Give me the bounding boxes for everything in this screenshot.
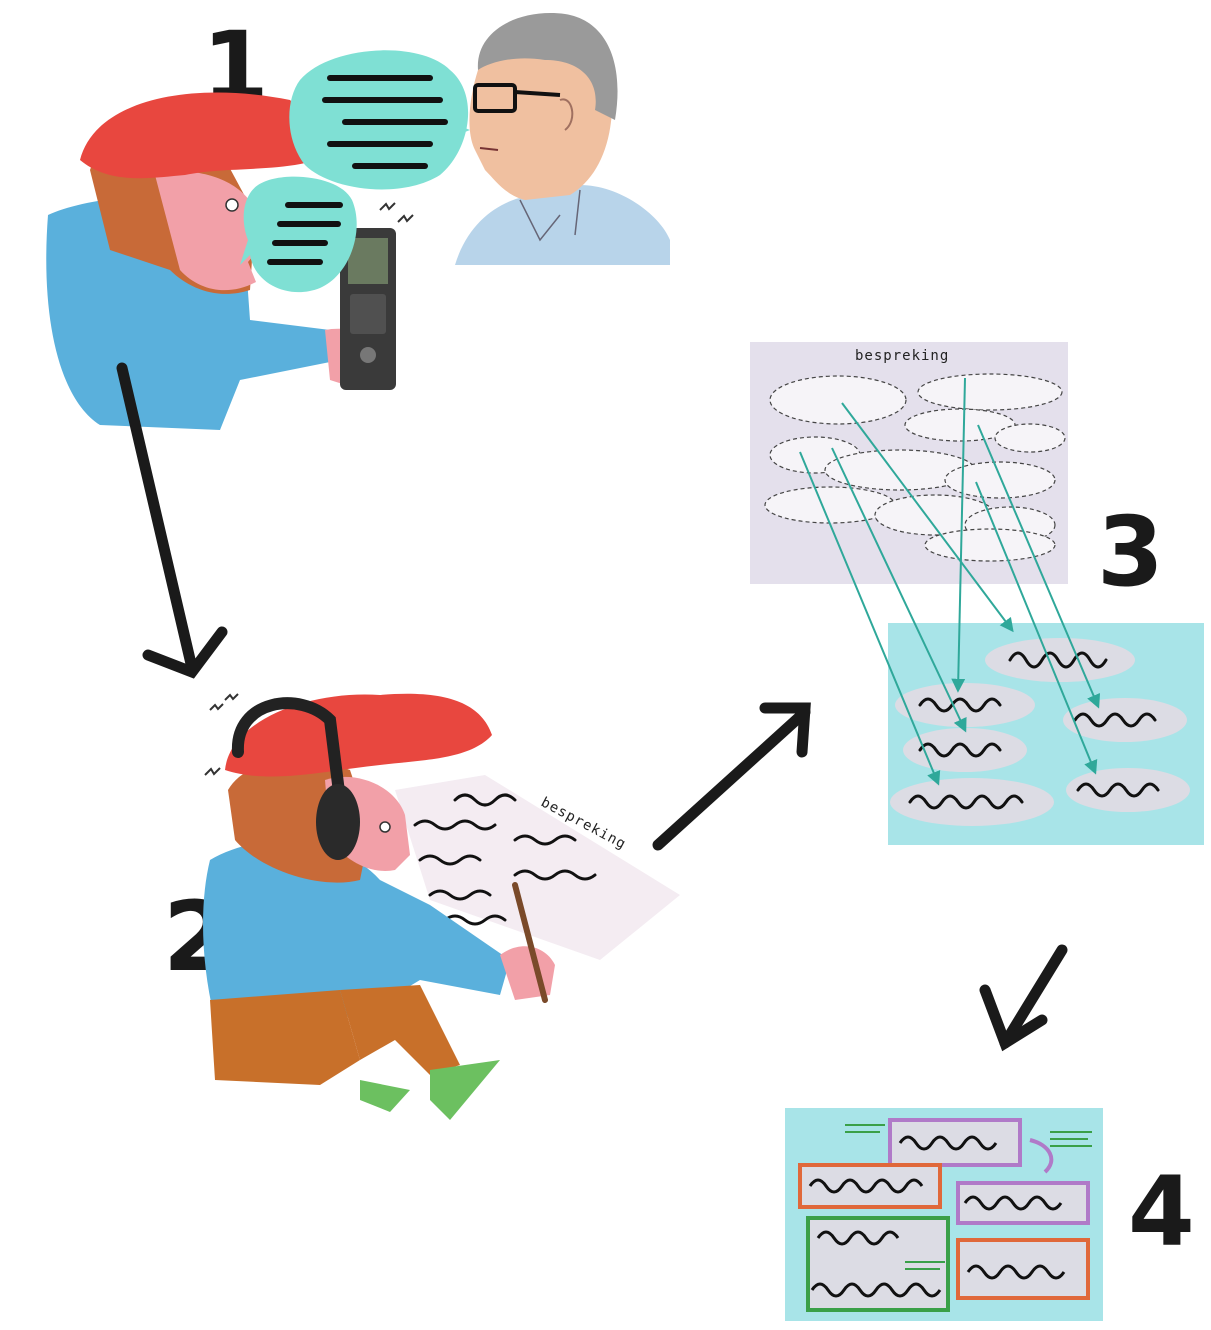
step-2-transcription: 2 bespreking	[163, 693, 680, 1120]
transcriber-figure	[203, 693, 555, 1120]
interviewee-speech-bubble	[289, 50, 470, 190]
step-3-coding: 3 bespreking	[750, 342, 1204, 845]
coded-fragments-card	[888, 623, 1204, 845]
arrow-step1-to-step2	[116, 362, 228, 679]
interviewer-speech-bubble	[240, 176, 357, 293]
arrow-step2-to-step3	[652, 702, 811, 851]
step-4-number: 4	[1128, 1156, 1195, 1268]
discussion-document: bespreking	[750, 342, 1068, 584]
coding-mapping-arrows	[799, 377, 1101, 786]
arrow-step3-to-step4	[979, 944, 1068, 1052]
step-1-interview: 1	[46, 11, 670, 430]
discussion-document-title: bespreking	[855, 348, 949, 364]
step-4-analysis: 4	[785, 1108, 1195, 1321]
interviewee-figure	[455, 13, 670, 265]
analysis-board	[785, 1108, 1103, 1321]
voice-recorder-icon	[340, 202, 414, 390]
step-3-number: 3	[1097, 496, 1164, 608]
